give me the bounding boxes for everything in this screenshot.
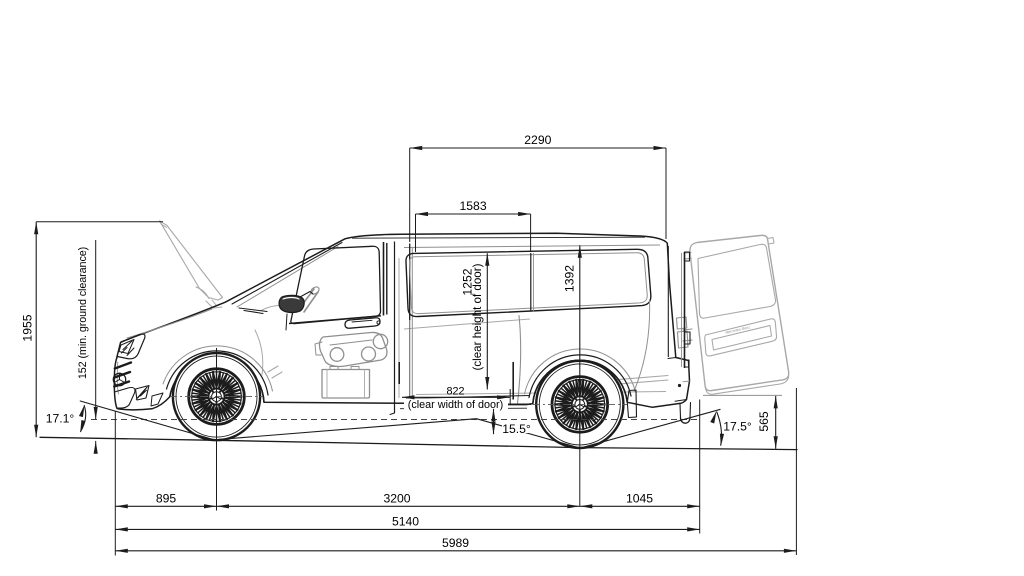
svg-text:17.1°: 17.1°: [46, 412, 75, 426]
svg-text:1392: 1392: [563, 265, 577, 292]
svg-text:1583: 1583: [459, 199, 486, 213]
svg-text:2290: 2290: [524, 133, 551, 147]
svg-text:822: 822: [446, 386, 464, 398]
svg-text:1045: 1045: [626, 491, 653, 505]
svg-text:152 (min. ground clearance): 152 (min. ground clearance): [77, 247, 89, 379]
svg-text:895: 895: [156, 491, 177, 505]
svg-text:1955: 1955: [21, 314, 35, 341]
svg-text:1252: 1252: [461, 268, 475, 295]
svg-text:565: 565: [757, 411, 771, 432]
svg-text:17.5°: 17.5°: [723, 420, 752, 434]
svg-text:3200: 3200: [383, 491, 410, 505]
svg-text:5989: 5989: [442, 536, 469, 550]
svg-text:Mercedes-Benz: Mercedes-Benz: [725, 325, 751, 335]
svg-text:15.5°: 15.5°: [502, 422, 531, 436]
svg-text:(clear height of door): (clear height of door): [471, 263, 484, 370]
svg-text:(clear width of door): (clear width of door): [408, 399, 503, 411]
svg-text:5140: 5140: [392, 514, 419, 528]
